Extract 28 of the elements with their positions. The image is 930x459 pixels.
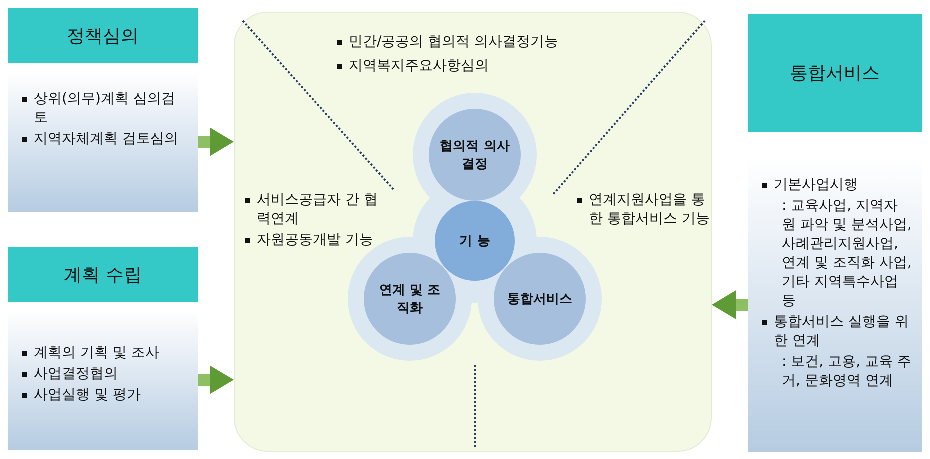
bullet-item: 계획의 기획 및 조사: [20, 344, 188, 363]
bullet-item: 서비스공급자 간 협력연계: [243, 191, 382, 229]
bullet-item: : 보건, 고용, 교육 주거, 문화영역 연계: [781, 353, 912, 391]
title-box: [8, 247, 198, 302]
bullet-item: 민간/공공의 협의적 의사결정기능: [335, 33, 669, 52]
bullet-item: 연계지원사업을 통한 통합서비스 기능: [575, 191, 719, 229]
title-box: [8, 8, 198, 63]
title-box: [748, 14, 922, 132]
arrow: [198, 128, 234, 156]
bullet-item: 사업결정협의: [20, 365, 188, 384]
bullet-item: 통합서비스 실행을 위한 연계: [760, 313, 912, 351]
bullet-item: 지역복지주요사항심의: [335, 57, 669, 76]
box-title: 통합서비스: [790, 62, 880, 85]
bullet-item: 기본사업시행: [760, 176, 912, 195]
circle-label: 협의적 의사결정: [440, 138, 510, 173]
circle-label: 연계 및 조직화: [378, 282, 442, 317]
circle-label: 기 능: [458, 233, 492, 250]
arrow: [712, 290, 748, 320]
bullet-item: : 교육사업, 지역자원 파악 및 분석사업, 사례관리지원사업, 연계 및 조직화 사업, 기타 지역특수사업 등: [781, 197, 912, 311]
circle-label: 통합서비스: [506, 291, 574, 308]
arrow: [198, 366, 234, 394]
box-title: 정책심의: [67, 24, 139, 48]
bullet-item: 사업실행 및 평가: [20, 386, 188, 405]
bullet-item: 자원공동개발 기능: [243, 231, 382, 250]
bullet-item: 지역자체계획 검토심의: [20, 130, 188, 149]
function-panel: [234, 12, 712, 452]
bullet-item: 상위(의무)계획 심의검토: [20, 90, 188, 128]
box-title: 계획 수립: [64, 264, 142, 286]
